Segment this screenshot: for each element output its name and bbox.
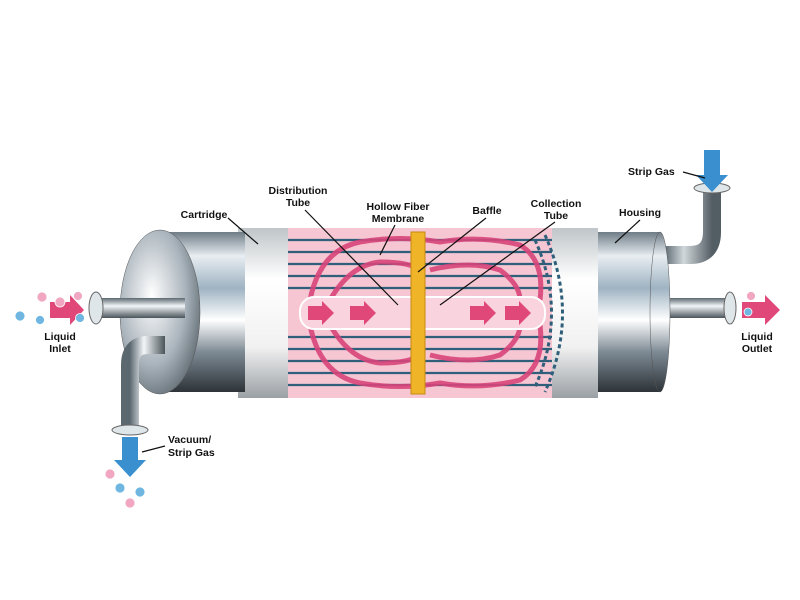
housing-right [548, 228, 671, 398]
strip-gas-inlet-pipe [665, 182, 731, 264]
label-vacuum-strip-gas-1: Vacuum/ [168, 434, 211, 446]
label-collection-tube-2: Tube [544, 210, 568, 222]
label-distribution-tube-1: Distribution [269, 185, 328, 197]
vacuum-strip-gas-pipe [111, 336, 165, 436]
label-liquid-outlet-2: Outlet [742, 343, 773, 355]
liquid-inlet-pipe [88, 291, 185, 325]
label-liquid-outlet-1: Liquid [741, 331, 773, 343]
label-distribution-tube-2: Tube [286, 197, 310, 209]
label-cartridge: Cartridge [181, 209, 228, 221]
strip-gas-arrow [696, 150, 728, 192]
hollow-fiber-membrane-section [282, 228, 564, 398]
label-liquid-inlet-1: Liquid [44, 331, 76, 343]
label-hollow-fiber-membrane-1: Hollow Fiber [367, 201, 430, 213]
label-collection-tube-1: Collection [531, 198, 582, 210]
label-baffle: Baffle [472, 205, 501, 217]
label-liquid-inlet-2: Inlet [49, 343, 71, 355]
cartridge-left [119, 228, 288, 398]
vacuum-arrow [114, 437, 146, 477]
liquid-outlet-arrow [742, 295, 780, 325]
label-strip-gas: Strip Gas [628, 166, 675, 178]
baffle [410, 231, 426, 395]
label-vacuum-strip-gas-2: Strip Gas [168, 447, 215, 459]
label-housing: Housing [619, 207, 661, 219]
bubbles [14, 291, 756, 509]
liquid-flow-arrows [308, 301, 531, 325]
label-hollow-fiber-membrane-2: Membrane [372, 213, 425, 225]
liquid-outlet-pipe [660, 291, 737, 325]
